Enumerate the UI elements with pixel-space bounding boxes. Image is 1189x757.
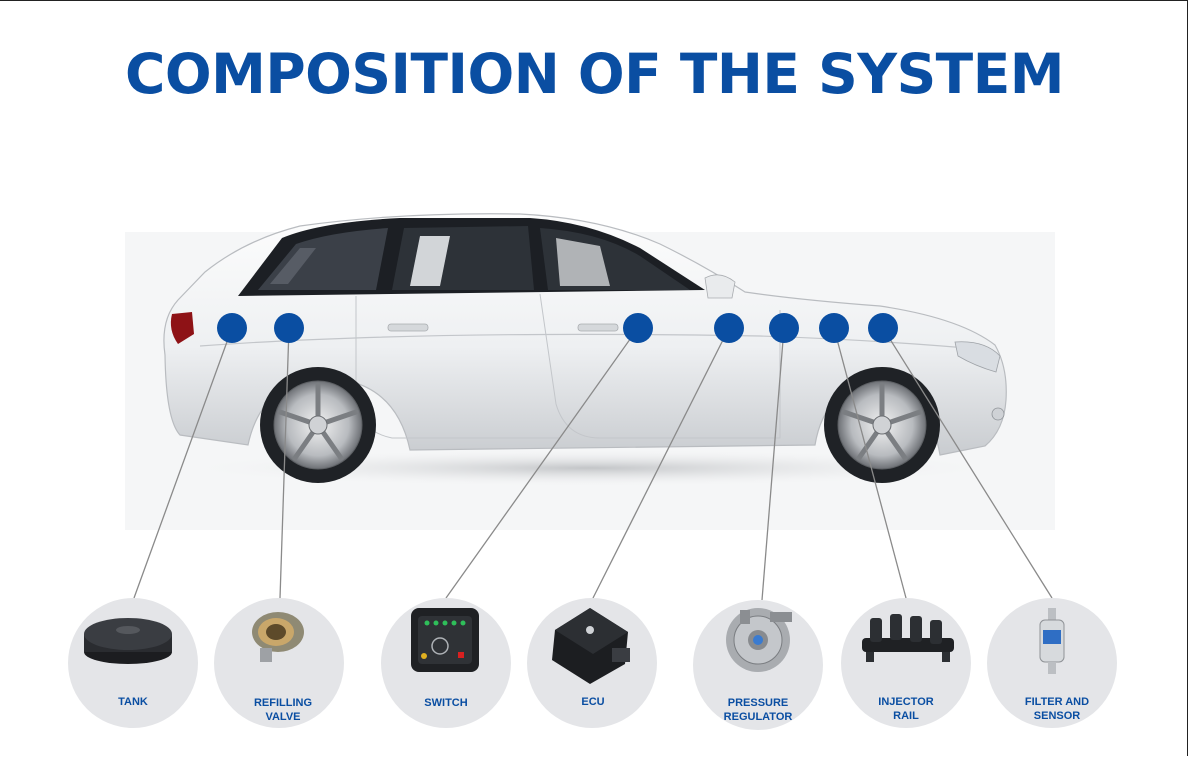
label-ecu: ECU (581, 696, 605, 708)
filter-and-sensor-icon (1039, 608, 1065, 674)
front-wheel (824, 367, 940, 483)
leader-line-tank (133, 327, 233, 599)
tank-icon (84, 618, 172, 664)
label-pressure-regulator: PRESSURE REGULATOR (723, 697, 793, 723)
label-refilling-valve: REFILLING VALVE (253, 697, 313, 723)
marker-injector-rail (819, 313, 849, 343)
leader-line-ecu (592, 327, 730, 599)
marker-pressure-regulator (769, 313, 799, 343)
injector-rail-icon (862, 614, 954, 662)
page-title: COMPOSITION OF THE SYSTEM (124, 42, 1065, 106)
refilling-valve-icon (252, 612, 304, 662)
marker-filter-and-sensor (868, 313, 898, 343)
leader-line-refilling-valve (279, 327, 290, 599)
marker-tank (217, 313, 247, 343)
leader-line-pressure-regulator (761, 327, 785, 601)
leader-line-filter-and-sensor (882, 327, 1053, 599)
marker-switch (623, 313, 653, 343)
car-illustration (150, 213, 1030, 488)
leader-lines (133, 327, 1053, 601)
pressure-regulator-icon (726, 608, 792, 672)
label-switch: SWITCH (424, 697, 468, 709)
marker-refilling-valve (274, 313, 304, 343)
label-injector-rail: INJECTOR RAIL (878, 696, 934, 722)
switch-icon (411, 608, 479, 672)
leader-line-switch (445, 327, 639, 599)
rear-wheel (260, 367, 376, 483)
ecu-icon (552, 608, 630, 684)
marker-ecu (714, 313, 744, 343)
label-filter-and-sensor: FILTER AND SENSOR (1024, 696, 1090, 722)
component-circle-refilling-valve (214, 598, 344, 728)
leader-line-injector-rail (833, 327, 907, 599)
markers (217, 313, 898, 343)
label-tank: TANK (118, 696, 148, 708)
